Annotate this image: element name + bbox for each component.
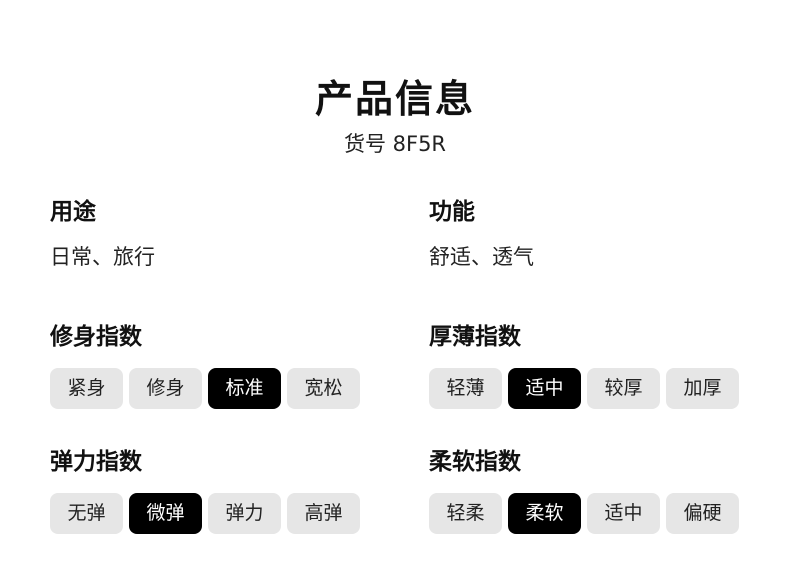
elasticity-index-options: 无弹 微弹 弹力 高弹 bbox=[50, 493, 360, 534]
thickness-option-extra-thick[interactable]: 加厚 bbox=[666, 368, 739, 409]
fit-option-loose[interactable]: 宽松 bbox=[287, 368, 360, 409]
softness-option-soft[interactable]: 柔软 bbox=[508, 493, 581, 534]
elasticity-option-high[interactable]: 高弹 bbox=[287, 493, 360, 534]
fit-index-label: 修身指数 bbox=[50, 324, 142, 350]
fit-index-section: 修身指数 紧身 修身 标准 宽松 bbox=[50, 322, 360, 409]
fit-option-tight[interactable]: 紧身 bbox=[50, 368, 123, 409]
elasticity-option-none[interactable]: 无弹 bbox=[50, 493, 123, 534]
function-label: 功能 bbox=[429, 199, 475, 225]
fit-option-slim[interactable]: 修身 bbox=[129, 368, 202, 409]
elasticity-option-slight[interactable]: 微弹 bbox=[129, 493, 202, 534]
product-code: 货号 8F5R bbox=[343, 132, 447, 156]
thickness-index-section: 厚薄指数 轻薄 适中 较厚 加厚 bbox=[429, 322, 739, 409]
function-section: 功能 舒适、透气 bbox=[429, 197, 534, 271]
usage-label: 用途 bbox=[50, 199, 96, 225]
fit-index-options: 紧身 修身 标准 宽松 bbox=[50, 368, 360, 409]
softness-option-medium[interactable]: 适中 bbox=[587, 493, 660, 534]
softness-index-options: 轻柔 柔软 适中 偏硬 bbox=[429, 493, 739, 534]
thickness-index-label: 厚薄指数 bbox=[429, 324, 521, 350]
thickness-option-thin[interactable]: 轻薄 bbox=[429, 368, 502, 409]
thickness-option-medium[interactable]: 适中 bbox=[508, 368, 581, 409]
fit-option-standard[interactable]: 标准 bbox=[208, 368, 281, 409]
function-value: 舒适、透气 bbox=[429, 245, 534, 269]
page-title: 产品信息 bbox=[314, 77, 475, 121]
softness-option-firm[interactable]: 偏硬 bbox=[666, 493, 739, 534]
thickness-option-thick[interactable]: 较厚 bbox=[587, 368, 660, 409]
thickness-index-options: 轻薄 适中 较厚 加厚 bbox=[429, 368, 739, 409]
usage-section: 用途 日常、旅行 bbox=[50, 197, 155, 271]
usage-value: 日常、旅行 bbox=[50, 245, 155, 269]
softness-index-section: 柔软指数 轻柔 柔软 适中 偏硬 bbox=[429, 447, 739, 534]
softness-index-label: 柔软指数 bbox=[429, 449, 521, 475]
elasticity-option-stretch[interactable]: 弹力 bbox=[208, 493, 281, 534]
elasticity-index-label: 弹力指数 bbox=[50, 449, 142, 475]
softness-option-gentle[interactable]: 轻柔 bbox=[429, 493, 502, 534]
elasticity-index-section: 弹力指数 无弹 微弹 弹力 高弹 bbox=[50, 447, 360, 534]
